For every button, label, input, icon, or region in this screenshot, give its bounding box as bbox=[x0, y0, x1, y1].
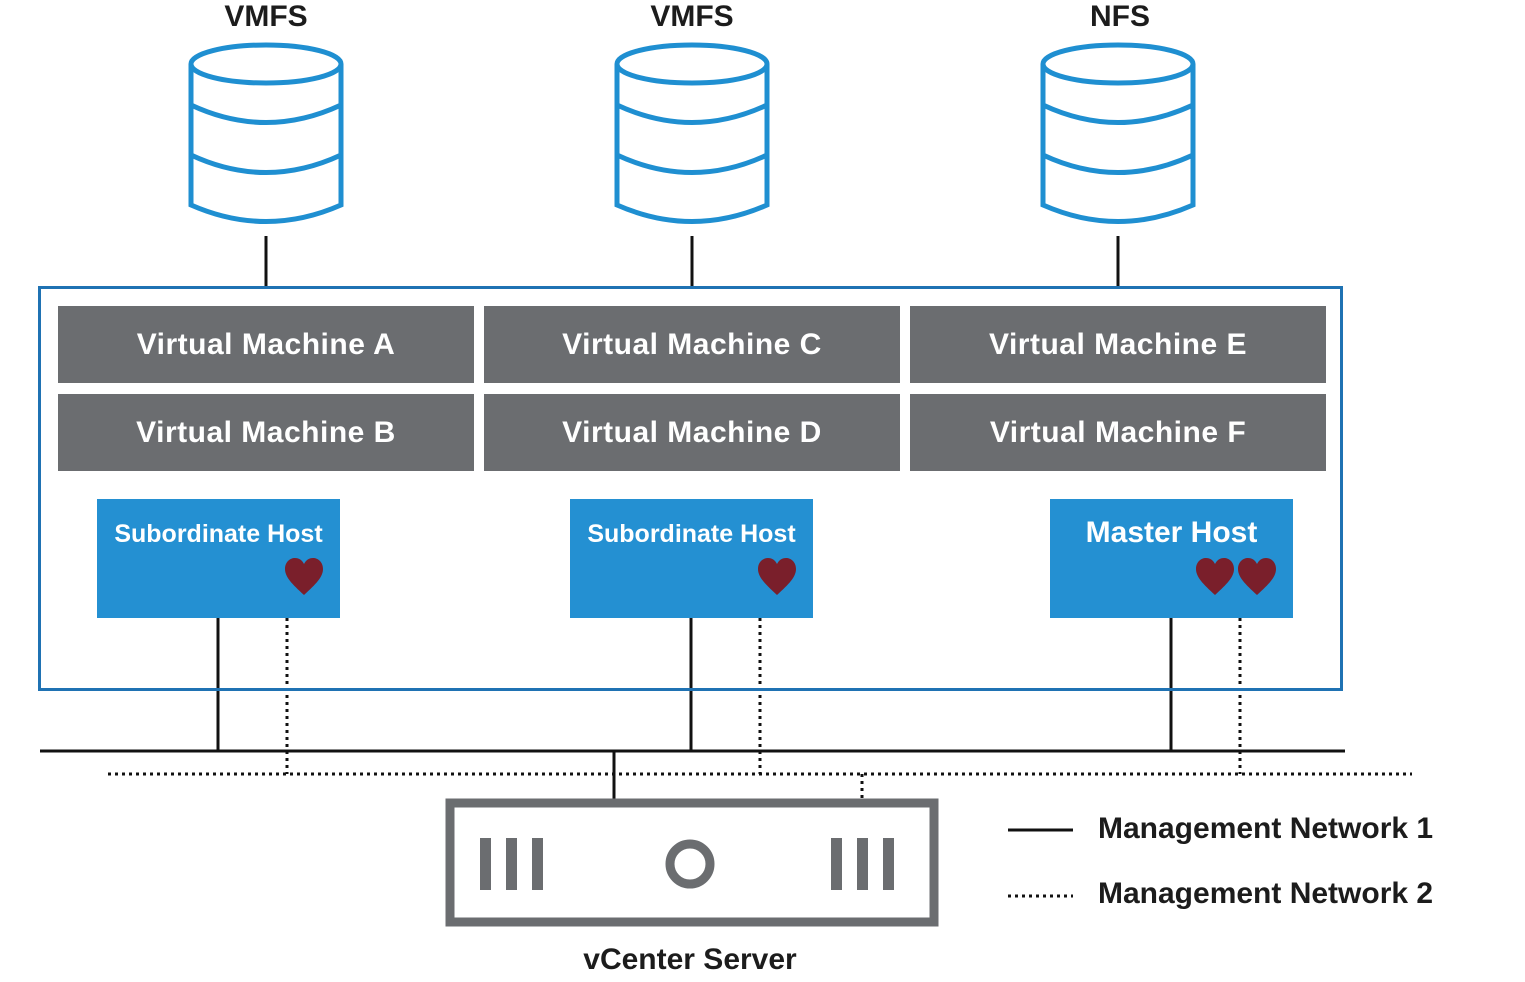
datastore-nfs-icon bbox=[1040, 42, 1196, 224]
vm-e: Virtual Machine E bbox=[910, 306, 1326, 383]
host-label: Subordinate Host bbox=[114, 520, 323, 548]
heartbeat-group bbox=[284, 557, 324, 597]
vm-a: Virtual Machine A bbox=[58, 306, 474, 383]
vm-c: Virtual Machine C bbox=[484, 306, 900, 383]
vm-b: Virtual Machine B bbox=[58, 394, 474, 471]
legend-label-network-1: Management Network 1 bbox=[1098, 812, 1434, 845]
heart-icon bbox=[1196, 558, 1234, 595]
datastore-label-1: VMFS bbox=[224, 0, 308, 33]
heartbeat-group bbox=[757, 557, 797, 597]
vm-d: Virtual Machine D bbox=[484, 394, 900, 471]
host-master: Master Host bbox=[1050, 499, 1293, 618]
host-subordinate-1: Subordinate Host bbox=[97, 499, 340, 618]
datastore-connectors bbox=[264, 236, 1120, 287]
heart-icon bbox=[758, 558, 796, 595]
server-label: vCenter Server bbox=[583, 943, 797, 976]
host-label: Master Host bbox=[1085, 516, 1258, 549]
heart-icon bbox=[1238, 558, 1276, 595]
datastore-vmfs-2-icon bbox=[614, 42, 770, 224]
vm-f: Virtual Machine F bbox=[910, 394, 1326, 471]
heart-icon bbox=[285, 558, 323, 595]
management-network-1-lines bbox=[40, 618, 1345, 800]
datastore-label-3: NFS bbox=[1090, 0, 1150, 33]
datastore-vmfs-1-icon bbox=[188, 42, 344, 224]
heartbeat-group bbox=[1195, 557, 1277, 597]
host-label: Subordinate Host bbox=[587, 520, 796, 548]
cluster-container bbox=[38, 286, 1343, 691]
management-network-2-lines bbox=[108, 618, 1412, 800]
legend-label-network-2: Management Network 2 bbox=[1098, 877, 1434, 910]
host-subordinate-2: Subordinate Host bbox=[570, 499, 813, 618]
server-icon bbox=[445, 798, 939, 927]
datastore-label-2: VMFS bbox=[650, 0, 734, 33]
